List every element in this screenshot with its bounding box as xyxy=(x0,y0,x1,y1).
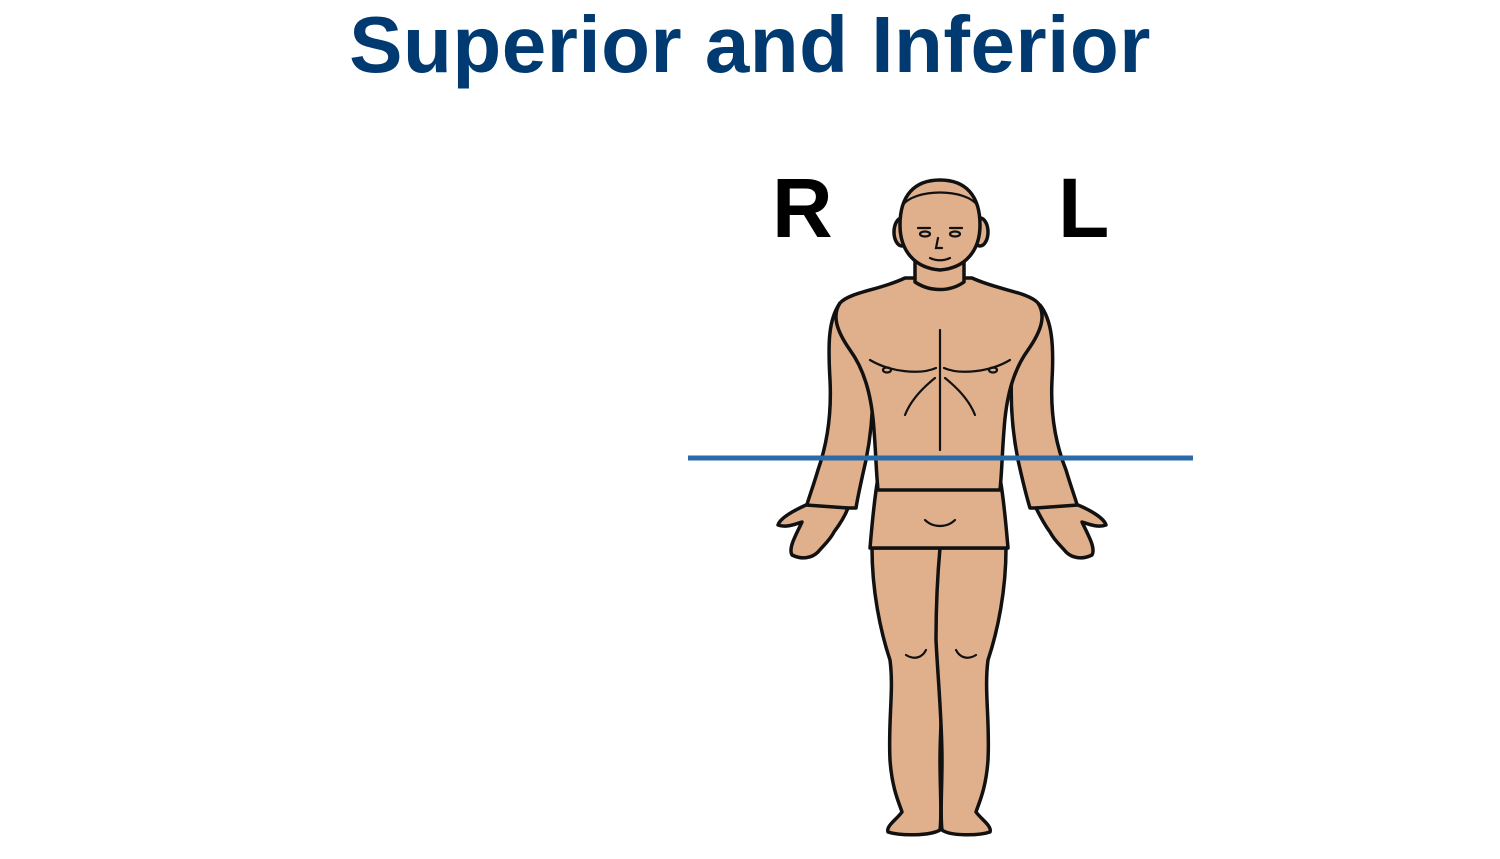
right-rib-line xyxy=(903,376,937,417)
right-hand xyxy=(776,503,850,560)
hairline xyxy=(900,191,980,208)
left-pectoral-line xyxy=(942,358,1012,373)
left-nipple xyxy=(987,366,999,374)
right-pectoral-line xyxy=(868,358,938,373)
left-leg xyxy=(934,546,1008,837)
left-rib-line xyxy=(943,376,977,417)
left-side-label: L xyxy=(1058,161,1110,255)
hip-region xyxy=(868,476,1010,550)
right-eye xyxy=(918,230,932,238)
groin-line xyxy=(923,518,957,528)
right-knee-line xyxy=(904,648,928,659)
right-leg xyxy=(870,546,948,837)
mouth xyxy=(928,256,952,262)
right-nipple xyxy=(881,366,893,374)
right-side-label: R xyxy=(772,161,833,255)
nose xyxy=(934,236,944,250)
left-hand xyxy=(1034,503,1108,560)
left-knee-line xyxy=(954,648,978,659)
left-eye xyxy=(948,230,962,238)
slide-title: Superior and Inferior xyxy=(349,0,1151,89)
